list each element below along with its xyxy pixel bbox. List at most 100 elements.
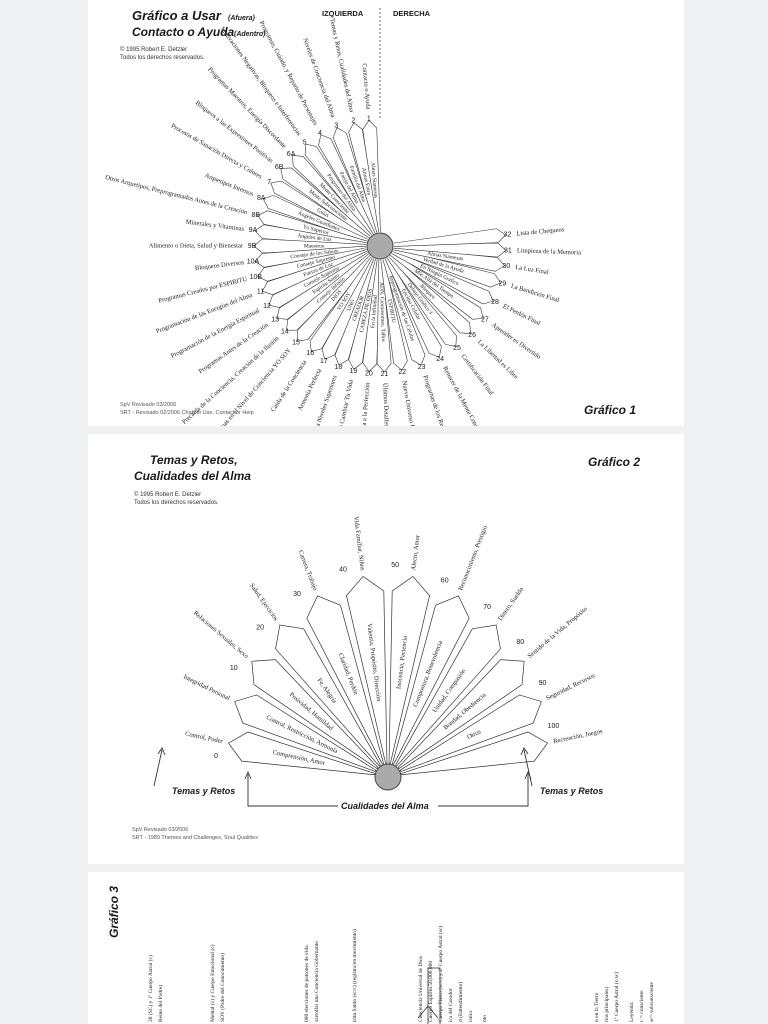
chart-3-column-text: SOY (Padre del Conocimiento) [219, 953, 226, 1022]
petal-number: 50 [391, 562, 399, 569]
spoke [388, 254, 471, 334]
spoke-number: 26 [468, 332, 476, 339]
spoke-outer-label: Arquetipos Internos [204, 172, 255, 198]
petal-number: 0 [214, 753, 218, 760]
spoke-inner-label: Almas Siamesas [427, 251, 464, 263]
petal [388, 575, 430, 764]
petal-outer-label: Relaciones Sexuales, Sexo [192, 610, 249, 660]
spoke-number: 24 [436, 356, 444, 363]
petal-outer-label: Seguridad, Recursos [545, 672, 596, 702]
chart-2-title-line-1: Temas y Retos, [150, 453, 238, 467]
petal-outer-label: Sentido de la Vida, Propósito [526, 606, 588, 660]
spoke-number: 10B [250, 274, 263, 281]
spoke-number: 17 [320, 358, 328, 365]
spoke [262, 195, 368, 243]
chart-3-arrow [417, 1005, 439, 1019]
chart-3-column-text: Mental (c) y Cuerpo Emocional (c) [209, 944, 216, 1022]
chart-1-page: Gráfico a Usar (Afuera) Contacto o Ayuda… [88, 0, 684, 489]
petal [251, 659, 379, 769]
petal-outer-label: Control, Poder [184, 730, 224, 745]
chart-2-copyright: © 1995 Robert E. Detzler [134, 491, 201, 498]
chart-1-footer-2: SRT - Revisado 02/2006 Chart to Use, Con… [120, 410, 254, 416]
spoke-number: 11 [257, 289, 264, 296]
chart-1-subtitle: Contacto o Ayuda [132, 25, 235, 39]
bottom-label: Cualidades del Alma [341, 801, 429, 811]
spoke-number: 28 [491, 299, 499, 306]
chart-2-rights: Todos los derechos reservados. [134, 500, 219, 506]
chart-2-hub [374, 763, 402, 791]
spoke-number: 20 [365, 370, 373, 377]
spoke-inner-label: Consejo de los Sabios [290, 248, 339, 260]
chart-3-column-text: Cuerpo Espíritu 56,000,000 [428, 961, 434, 1022]
chart-3-title: Gráfico 3 [107, 886, 121, 938]
spoke-outer-label: Devolver la Conciencia a la Perfección [356, 381, 372, 426]
petal [234, 694, 377, 772]
spoke [393, 228, 506, 247]
spoke-outer-label: Limpieza de la Memoria [517, 247, 581, 256]
bottom-bracket [247, 774, 529, 807]
spoke [384, 257, 442, 358]
spoke-outer-label: Últimos Detalles en Este Universo UNO [381, 383, 393, 426]
spoke [348, 122, 380, 233]
petal-outer-label: Integridad Personal [182, 673, 231, 702]
chart-3-column-text: Cuerpo Físico (sc/c) y 2º Cuerpo Astral … [437, 926, 444, 1022]
left-header: IZQUIERDA [322, 9, 364, 18]
petal-number: 30 [293, 591, 301, 598]
spoke [280, 167, 371, 239]
chart-3-column-text: sarrollar una Conciencia Gobernante. [314, 939, 320, 1022]
spoke [318, 134, 376, 235]
chart-3-column-text: c = consciente [639, 990, 645, 1022]
chart-3-svg: Gráfico 3 20 (SC) y 1º Cuerpo Astral (c)… [107, 886, 655, 1024]
spoke-number: 30 [503, 263, 511, 270]
chart-3-columns: 20 (SC) y 1º Cuerpo Astral (c)Reino del … [147, 926, 655, 1022]
spoke-number: 5 [303, 139, 307, 146]
left-arrow-head [157, 747, 166, 756]
spoke-number: 10A [247, 258, 260, 265]
petal-outer-label: Salud, Ejercicios [248, 582, 280, 622]
spoke-outer-label: Nuevo Universo UNO [400, 380, 417, 426]
spoke-outer-label: Alimento o Dieta, Salud y Bienestar [149, 242, 244, 249]
right-header: DERECHA [393, 9, 431, 18]
spoke-outer-label: La Libertad es Libre [476, 339, 519, 381]
spoke-outer-label: Programas Antes de la Creación [197, 321, 270, 375]
petal-outer-label: Afecto, Amor [410, 534, 421, 571]
spoke-number: 8A [257, 195, 266, 202]
spoke-number: 9A [249, 227, 258, 234]
chart-3-column-text: Conciencia Universal de Dios [418, 956, 424, 1022]
chart-1-rights: Todos los derechos reservados. [120, 55, 205, 61]
spoke-outer-label: Programas, Cuándo, y Reparto de Personaj… [258, 20, 319, 127]
spoke-number: 22 [398, 369, 406, 376]
spoke-inner-label: En la Infinidad [369, 295, 379, 329]
spoke-outer-label: Minerales y Vitaminas [185, 219, 245, 233]
petal [392, 595, 470, 765]
spoke-number: 32 [504, 232, 512, 239]
spoke-number: 16 [306, 350, 314, 357]
chart-3-column-text: Leyenda: [629, 1001, 635, 1022]
petal-number: 80 [516, 639, 524, 646]
chart-1-hub [366, 232, 394, 260]
spoke-number: 8B [252, 212, 261, 219]
petal [346, 575, 388, 764]
spoke-outer-label: Bloqueos a las Expresiones Positivas [194, 100, 275, 165]
spoke-number: 29 [499, 280, 507, 287]
spoke-number: 9B [248, 243, 257, 250]
spoke [297, 255, 373, 342]
spoke-number: 15 [292, 339, 300, 346]
spoke-outer-label: Bloqueos Diversos [195, 259, 245, 272]
spoke [376, 259, 392, 373]
petal-outer-label: Carrera, Trabajo [297, 549, 319, 591]
petal-number: 10 [230, 665, 238, 672]
spoke-inner-label: ADN, Cromosomas, Tallos [378, 282, 386, 342]
chart-3-column-text: íritu Santo (sc/c) (registra/en movimien… [351, 929, 358, 1022]
chart-2-label: Gráfico 2 [588, 455, 640, 469]
petal-number: 20 [256, 625, 264, 632]
left-arrow [153, 749, 163, 787]
spoke-number: 2 [351, 118, 355, 125]
spoke-number: 6B [275, 164, 284, 171]
chart-3-column-text: d (Entendimiento) [457, 982, 464, 1022]
spoke-outer-label: La Luz Final [515, 264, 549, 276]
spoke-inner-label: Guías [316, 207, 330, 219]
petal-number: 40 [339, 567, 347, 574]
spoke-number: 7 [267, 179, 271, 186]
spoke-number: 4 [318, 130, 322, 137]
